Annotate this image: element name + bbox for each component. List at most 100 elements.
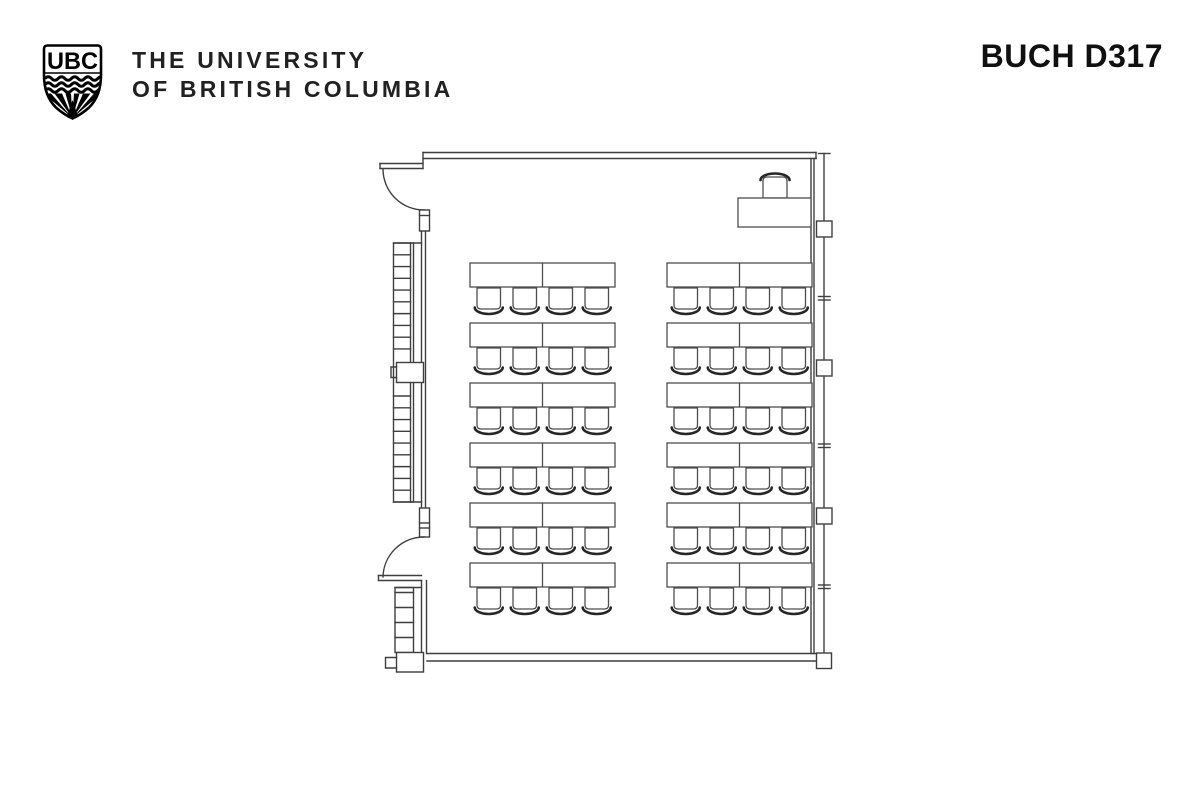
- chair-seat: [512, 287, 538, 310]
- chair-back: [473, 606, 505, 616]
- instructor-table: [737, 197, 812, 228]
- chair-seat: [709, 527, 735, 550]
- chair-back: [778, 426, 810, 436]
- chair-back: [706, 366, 738, 376]
- chair-back: [581, 606, 613, 616]
- floor-plan-drawing: [377, 151, 833, 673]
- crest-waves: [44, 75, 101, 94]
- crest-sun-rays: [44, 93, 101, 119]
- door-swing-arc-top: [382, 168, 425, 211]
- chair-seat: [745, 407, 771, 430]
- chair-seat: [584, 347, 610, 370]
- chair-back: [742, 366, 774, 376]
- chair-back: [706, 426, 738, 436]
- chair-back: [670, 366, 702, 376]
- window-post: [815, 507, 833, 525]
- chair-back: [509, 606, 541, 616]
- chair-seat: [476, 467, 502, 490]
- chair-seat: [476, 287, 502, 310]
- window-post: [815, 220, 833, 238]
- ubc-crest-logo: UBC: [42, 44, 103, 120]
- chair-seat: [745, 347, 771, 370]
- window-post: [815, 359, 833, 377]
- chair-back: [473, 426, 505, 436]
- chair-seat: [745, 287, 771, 310]
- chair-seat: [548, 527, 574, 550]
- chair-seat: [673, 407, 699, 430]
- chair-seat: [476, 587, 502, 610]
- chair-back: [473, 546, 505, 556]
- chair-seat: [476, 347, 502, 370]
- chair-back: [706, 306, 738, 316]
- chair-back: [706, 606, 738, 616]
- chair-seat: [584, 467, 610, 490]
- chair-seat: [781, 347, 807, 370]
- chair-back: [778, 606, 810, 616]
- chair-seat: [476, 527, 502, 550]
- chair-back: [545, 366, 577, 376]
- wordmark-line2: OF BRITISH COLUMBIA: [132, 75, 454, 102]
- radiator-strip: [394, 586, 415, 654]
- wordmark-line1: THE UNIVERSITY: [132, 47, 368, 73]
- chair-seat: [548, 407, 574, 430]
- chair-seat: [781, 407, 807, 430]
- chair-back: [545, 426, 577, 436]
- chair-seat: [584, 287, 610, 310]
- chair-back: [509, 546, 541, 556]
- chair-back: [778, 546, 810, 556]
- chair-back: [706, 546, 738, 556]
- chair-seat: [745, 527, 771, 550]
- chair-seat: [512, 527, 538, 550]
- chair-back: [670, 306, 702, 316]
- chair-back: [742, 306, 774, 316]
- chair-seat: [781, 287, 807, 310]
- chair-back: [706, 486, 738, 496]
- chair-back: [581, 306, 613, 316]
- chair-seat: [709, 407, 735, 430]
- corner-column: [815, 652, 833, 670]
- wall-box-handle: [390, 366, 398, 379]
- chair-seat: [512, 587, 538, 610]
- chair-back: [742, 486, 774, 496]
- chair-seat: [512, 467, 538, 490]
- chair-seat: [673, 287, 699, 310]
- chair-seat: [762, 176, 788, 199]
- chair-seat: [745, 587, 771, 610]
- room-label: BUCH D317: [980, 38, 1163, 74]
- wall-box: [395, 361, 425, 384]
- university-wordmark: THE UNIVERSITY OF BRITISH COLUMBIA: [132, 46, 453, 103]
- chair-back: [581, 366, 613, 376]
- wall-box-handle: [384, 656, 398, 669]
- chair-back: [670, 486, 702, 496]
- chair-back: [742, 426, 774, 436]
- chair-seat: [673, 587, 699, 610]
- chair-seat: [673, 467, 699, 490]
- chair-back: [670, 426, 702, 436]
- chair-seat: [512, 407, 538, 430]
- chair-seat: [584, 407, 610, 430]
- door-swing-arc-bottom: [382, 536, 425, 578]
- chair-back: [778, 306, 810, 316]
- chair-seat: [709, 467, 735, 490]
- chair-back: [545, 606, 577, 616]
- chair-back: [545, 486, 577, 496]
- chair-back: [581, 546, 613, 556]
- chair-seat: [584, 527, 610, 550]
- chair-seat: [709, 287, 735, 310]
- chair-seat: [548, 287, 574, 310]
- chair-seat: [673, 527, 699, 550]
- chair-seat: [745, 467, 771, 490]
- chair-back: [670, 606, 702, 616]
- chair-back: [778, 366, 810, 376]
- chair-back: [759, 172, 791, 182]
- door-jamb: [418, 209, 431, 232]
- chair-seat: [673, 347, 699, 370]
- chair-seat: [781, 527, 807, 550]
- chair-back: [509, 366, 541, 376]
- chair-seat: [781, 467, 807, 490]
- chair-back: [778, 486, 810, 496]
- chair-back: [473, 486, 505, 496]
- chair-back: [509, 306, 541, 316]
- chair-back: [742, 606, 774, 616]
